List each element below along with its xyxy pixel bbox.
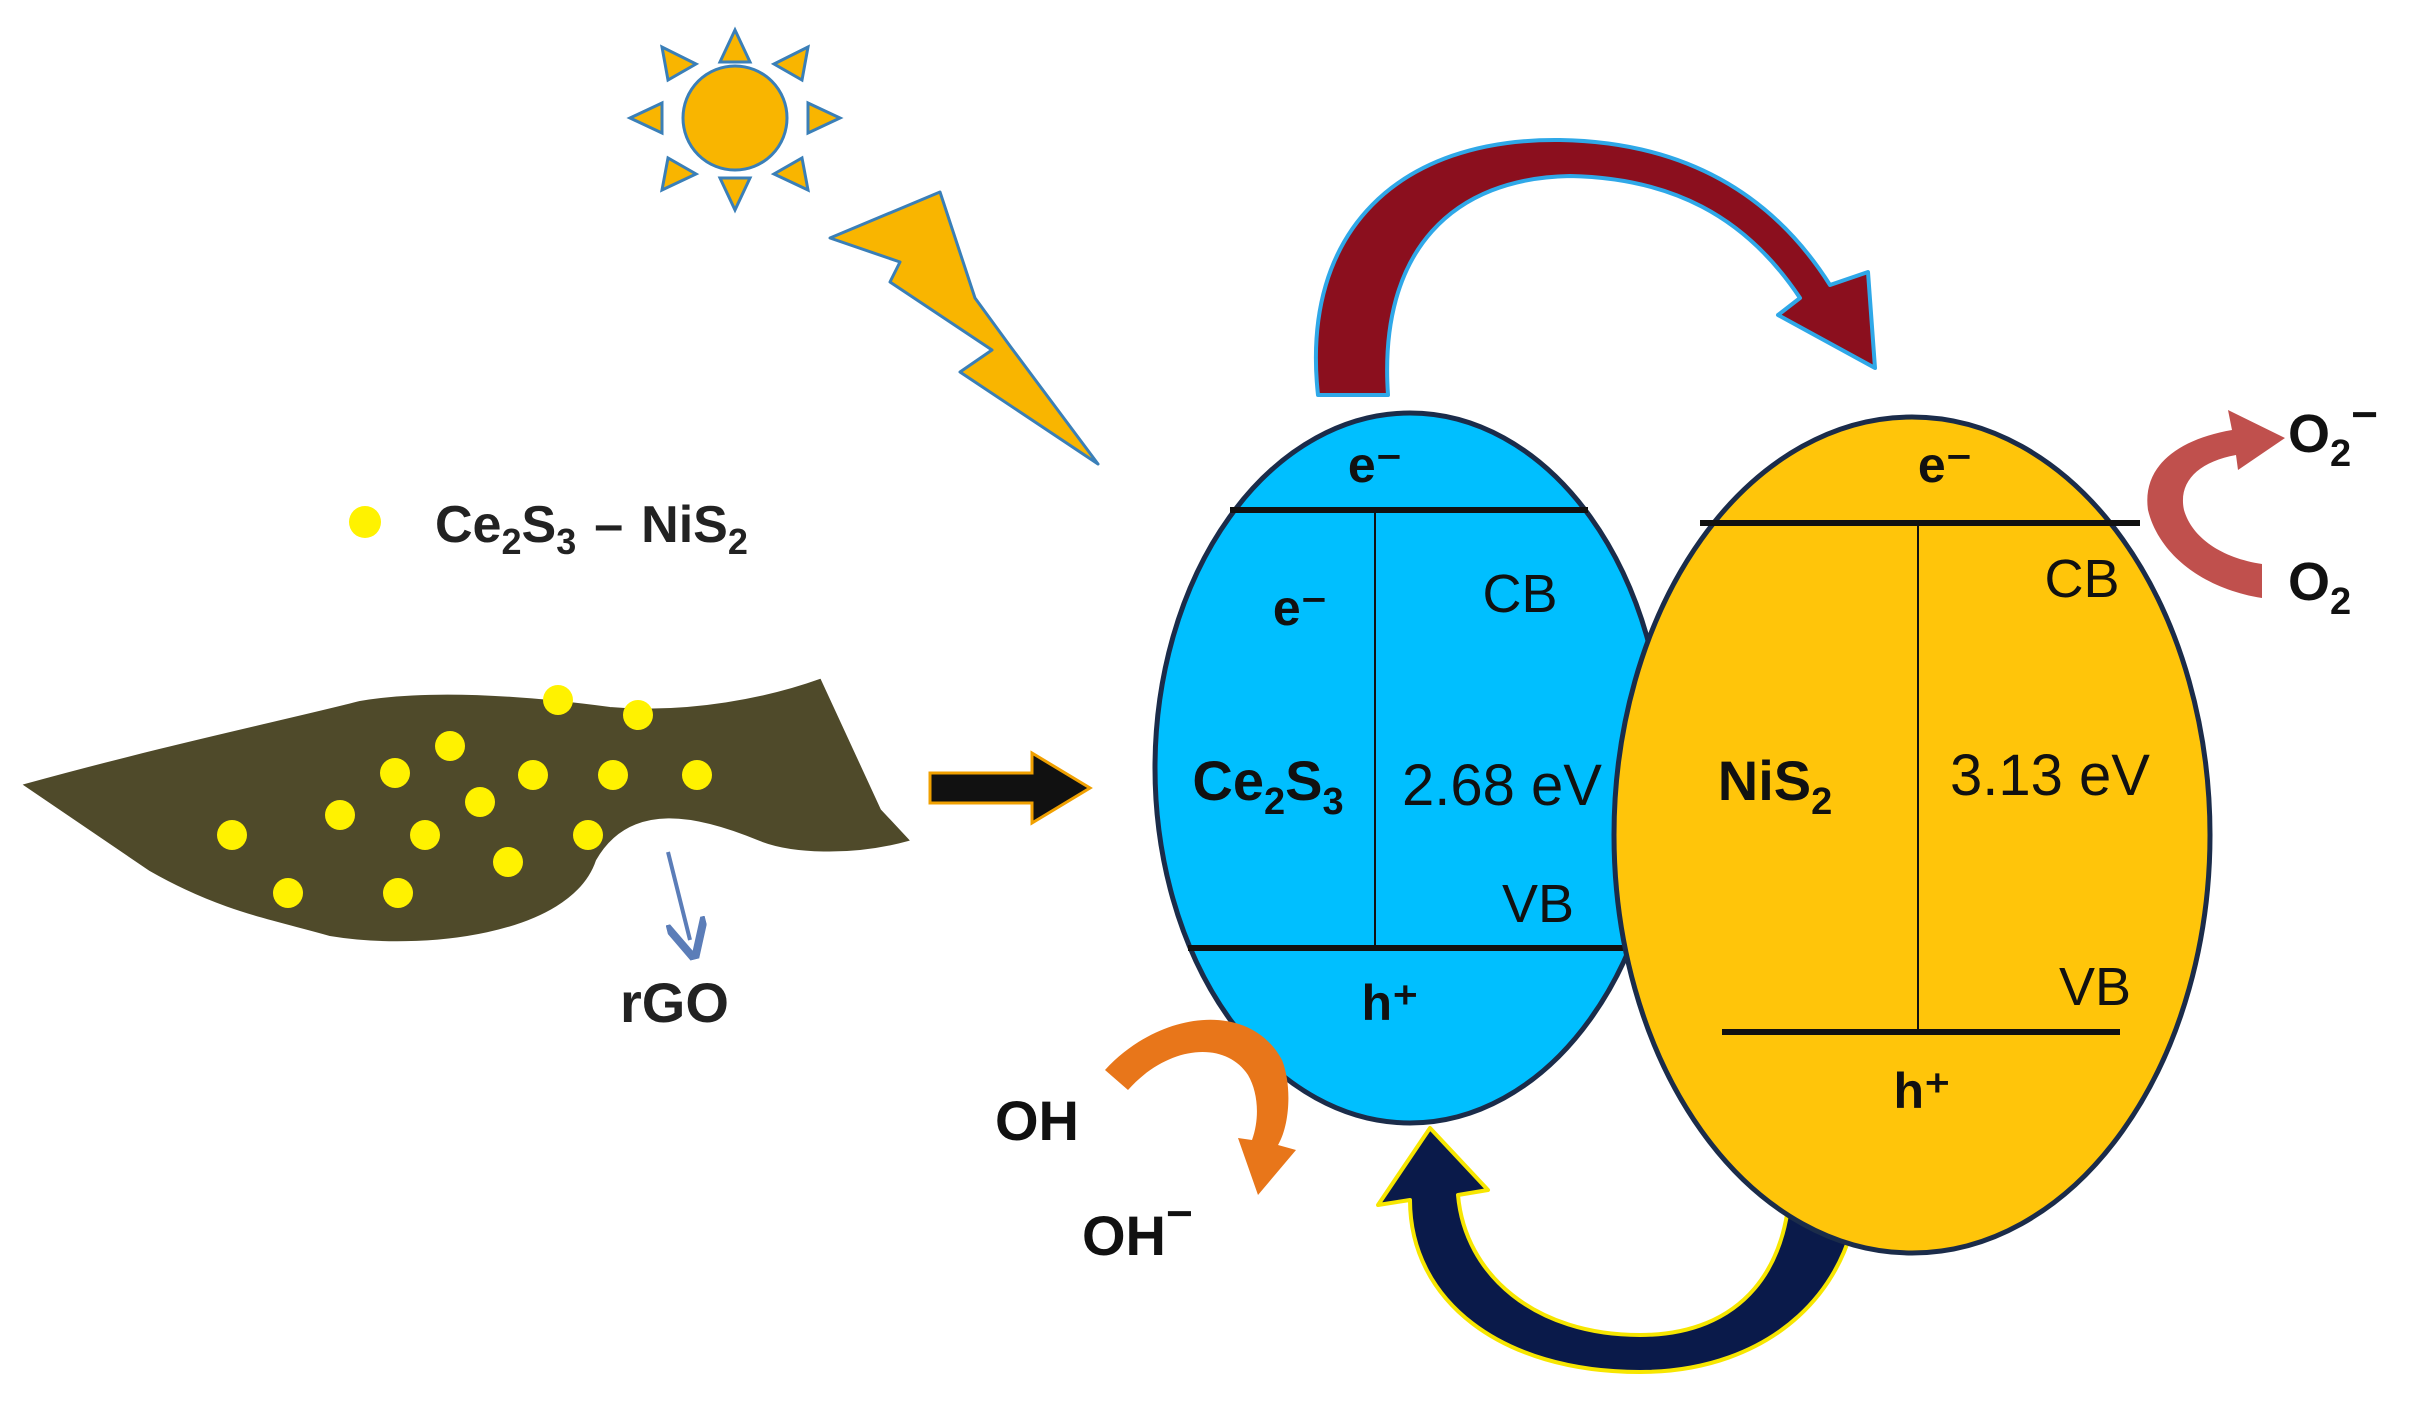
nanoparticle-dot [573, 820, 603, 850]
nanoparticle-dot [543, 685, 573, 715]
oxygen-label: O2 [2288, 552, 2351, 623]
nanoparticle-dot [273, 878, 303, 908]
cb-label: CB [1482, 564, 1557, 624]
nanoparticle-dots [217, 685, 712, 908]
lightning-bolt-icon [828, 190, 1100, 466]
nanoparticle-dot [598, 760, 628, 790]
hydroxide-label: OH− [1082, 1187, 1193, 1267]
electron-label-top: e⁻ [1348, 437, 1402, 493]
hole-label: h⁺ [1362, 975, 1419, 1031]
nanoparticle-dot [325, 800, 355, 830]
rgo-label: rGO [620, 971, 729, 1034]
particle-name-label: NiS2 [1718, 749, 1833, 823]
nanoparticle-dot [493, 847, 523, 877]
nanoparticle-dot [623, 700, 653, 730]
particle-name-label: Ce2S3 [1192, 749, 1343, 823]
vb-label: VB [2059, 957, 2131, 1017]
electron-label-top: e⁻ [1918, 437, 1972, 493]
rgo-pointer-arrow [668, 851, 690, 940]
nanoparticle-dot [465, 787, 495, 817]
legend-dot-icon [349, 506, 381, 538]
hydroxyl-reduction-arrow [1105, 1019, 1296, 1195]
electron-transfer-arrow [1313, 137, 1877, 397]
superoxide-label: O2− [2288, 388, 2378, 475]
nanoparticle-dot [518, 760, 548, 790]
oxygen-reduction-arrow [2147, 410, 2285, 598]
transition-arrow [928, 750, 1093, 826]
nanoparticle-dot [410, 820, 440, 850]
sun-icon [626, 26, 844, 214]
rgo-sheet [22, 678, 910, 942]
nanoparticle-dot [383, 878, 413, 908]
nanoparticle-dot [682, 760, 712, 790]
hole-label: h⁺ [1894, 1063, 1951, 1119]
nis2-particle: e⁻ CB NiS2 3.13 eV VB h⁺ [1611, 414, 2213, 1256]
nanoparticle-dot [380, 758, 410, 788]
ce2s3-particle: e⁻ e⁻ CB Ce2S3 2.68 eV VB h⁺ [1152, 410, 1668, 1126]
vb-label: VB [1502, 874, 1574, 934]
band-gap-label: 3.13 eV [1950, 743, 2150, 808]
electron-label-mid: e⁻ [1273, 580, 1327, 636]
cb-label: CB [2044, 549, 2119, 609]
nanoparticle-dot [217, 820, 247, 850]
band-gap-label: 2.68 eV [1402, 753, 1602, 818]
hole-transfer-arrow [1376, 1126, 1862, 1374]
hydroxyl-label: OH [995, 1089, 1079, 1152]
nanoparticle-dot [435, 731, 465, 761]
legend-formula: Ce2S3–NiS2 [435, 496, 748, 562]
